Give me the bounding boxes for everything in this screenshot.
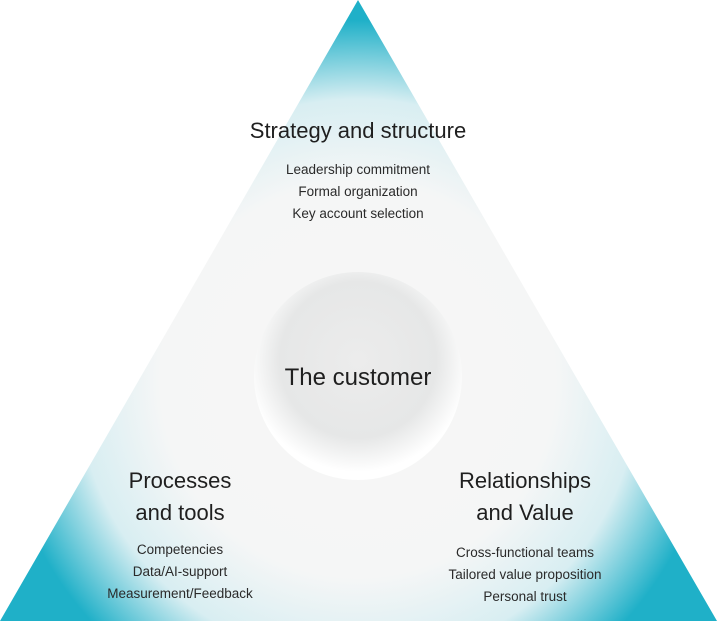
processes-tools-heading: Processes and tools (128, 468, 232, 525)
relationships-value-section: Relationships and Value Cross-functional… (400, 465, 650, 608)
list-item: Data/AI-support (132, 564, 228, 579)
relationships-value-heading: Relationships and Value (458, 468, 592, 525)
list-item: Leadership commitment (285, 162, 431, 177)
processes-tools-section: Processes and tools Competencies Data/AI… (60, 465, 300, 605)
list-item: Competencies (136, 542, 224, 557)
customer-label: The customer (284, 363, 432, 391)
relationships-value-list: Cross-functional teams Tailored value pr… (400, 542, 650, 608)
customer-center: The customer (256, 275, 460, 479)
list-item: Measurement/Feedback (107, 586, 253, 601)
list-item: Cross-functional teams (455, 545, 595, 560)
list-item: Tailored value proposition (448, 567, 602, 582)
list-item: Formal organization (298, 184, 418, 199)
list-item: Personal trust (483, 589, 567, 604)
processes-tools-list: Competencies Data/AI-support Measurement… (60, 539, 300, 605)
customer-circle (254, 272, 462, 480)
list-item: Key account selection (292, 206, 424, 221)
strategy-structure-section: Strategy and structure Leadership commit… (208, 115, 508, 225)
strategy-structure-list: Leadership commitment Formal organizatio… (208, 159, 508, 225)
strategy-structure-heading: Strategy and structure (249, 118, 467, 143)
